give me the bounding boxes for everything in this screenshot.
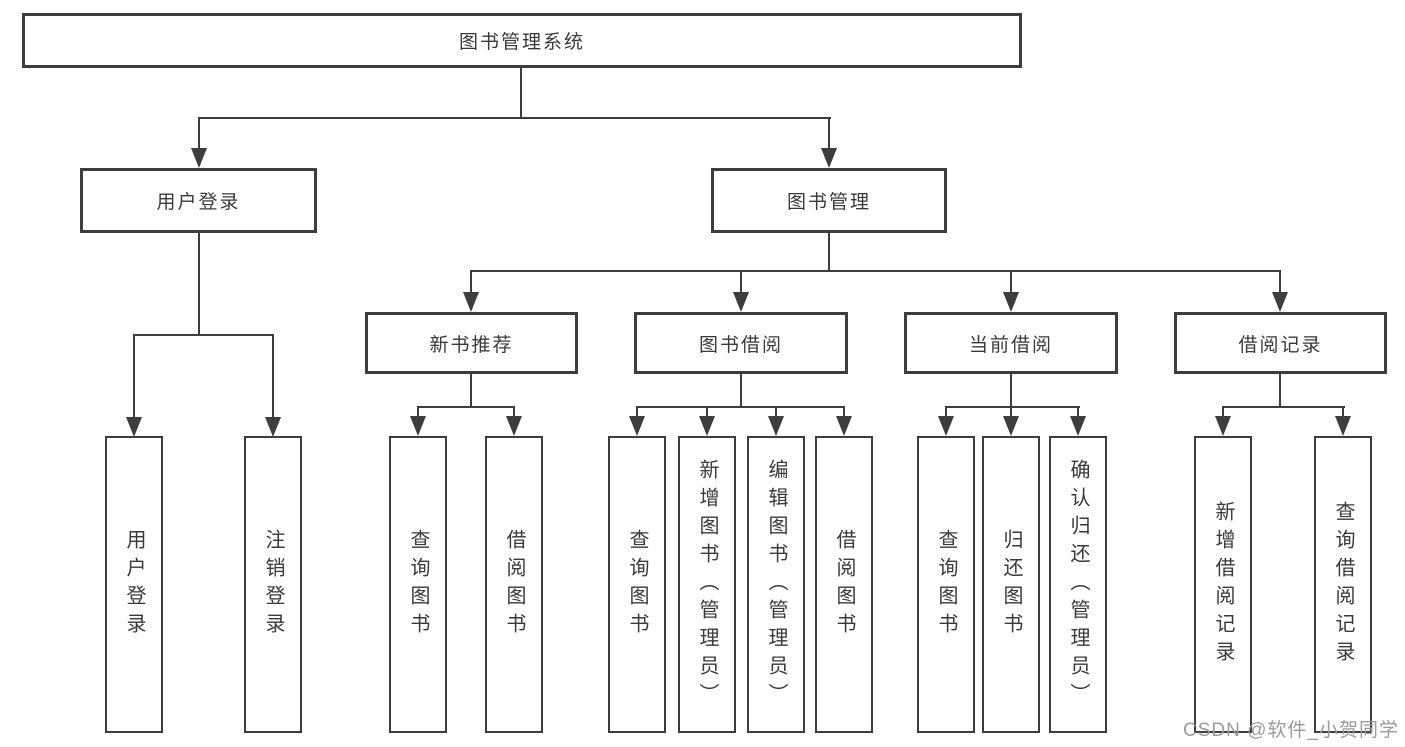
connector-line xyxy=(1077,406,1079,418)
arrow-down-icon xyxy=(768,416,784,436)
connector-line xyxy=(945,406,1080,408)
arrow-down-icon xyxy=(191,148,207,168)
arrow-down-icon xyxy=(126,417,142,437)
leaf-bb-borrow-books-label: 借阅图书 xyxy=(833,528,855,641)
connector-line xyxy=(828,117,830,152)
leaf-nbr-borrow-books: 借阅图书 xyxy=(485,436,543,733)
leaf-cb-confirm-return-admin-label: 确认归还（管理员） xyxy=(1067,458,1089,711)
leaf-br-add-record-label: 新增借阅记录 xyxy=(1212,500,1234,669)
leaf-bb-borrow-books: 借阅图书 xyxy=(815,436,873,733)
leaf-nbr-query-books: 查询图书 xyxy=(389,436,447,733)
node-root-label: 图书管理系统 xyxy=(458,32,585,53)
connector-line xyxy=(636,406,845,408)
connector-line xyxy=(740,373,742,408)
leaf-cb-confirm-return-admin: 确认归还（管理员） xyxy=(1049,436,1107,733)
arrow-down-icon xyxy=(938,416,954,436)
leaf-cb-return-books: 归还图书 xyxy=(982,436,1040,733)
node-borrow-records: 借阅记录 xyxy=(1174,312,1387,374)
connector-line xyxy=(133,334,135,419)
connector-line xyxy=(470,373,472,408)
connector-line xyxy=(470,270,1281,272)
connector-line xyxy=(417,406,419,418)
leaf-bb-add-books-admin-label: 新增图书（管理员） xyxy=(696,458,718,711)
arrow-down-icon xyxy=(1215,416,1231,436)
connector-line xyxy=(417,406,515,408)
node-borrow-records-label: 借阅记录 xyxy=(1238,334,1323,356)
node-book-management-label: 图书管理 xyxy=(786,192,871,213)
connector-line xyxy=(740,270,742,295)
leaf-bb-edit-books-admin: 编辑图书（管理员） xyxy=(747,436,805,733)
arrow-down-icon xyxy=(410,416,426,436)
arrow-down-icon xyxy=(629,416,645,436)
connector-line xyxy=(198,232,200,336)
leaf-nbr-query-books-label: 查询图书 xyxy=(407,528,429,641)
connector-line xyxy=(706,406,708,418)
leaf-bb-add-books-admin: 新增图书（管理员） xyxy=(678,436,736,733)
node-user-login-label: 用户登录 xyxy=(156,192,241,213)
leaf-bb-query-books: 查询图书 xyxy=(608,436,666,733)
connector-line xyxy=(1010,406,1012,418)
node-new-book-recommend-label: 新书推荐 xyxy=(429,334,514,356)
connector-line xyxy=(1222,406,1224,418)
node-current-borrow-label: 当前借阅 xyxy=(968,334,1053,356)
connector-line xyxy=(470,270,472,295)
arrow-down-icon xyxy=(506,416,522,436)
leaf-user-login: 用户登录 xyxy=(105,436,163,733)
leaf-br-query-record-label: 查询借阅记录 xyxy=(1332,500,1354,669)
arrow-down-icon xyxy=(836,416,852,436)
arrow-down-icon xyxy=(1003,416,1019,436)
node-book-borrow: 图书借阅 xyxy=(634,312,848,374)
arrow-down-icon xyxy=(733,292,749,312)
leaf-br-add-record: 新增借阅记录 xyxy=(1194,436,1252,733)
arrow-down-icon xyxy=(1272,292,1288,312)
arrow-down-icon xyxy=(1335,416,1351,436)
leaf-bb-edit-books-admin-label: 编辑图书（管理员） xyxy=(765,458,787,711)
node-root: 图书管理系统 xyxy=(22,13,1022,68)
connector-line xyxy=(1010,270,1012,295)
leaf-cb-query-books: 查询图书 xyxy=(917,436,975,733)
arrow-down-icon xyxy=(1003,292,1019,312)
connector-line xyxy=(1279,373,1281,408)
connector-line xyxy=(775,406,777,418)
leaf-cb-return-books-label: 归还图书 xyxy=(1000,528,1022,641)
arrow-down-icon xyxy=(699,416,715,436)
connector-line xyxy=(198,117,200,152)
connector-line xyxy=(945,406,947,418)
connector-line xyxy=(520,68,522,119)
leaf-br-query-record: 查询借阅记录 xyxy=(1314,436,1372,733)
arrow-down-icon xyxy=(463,292,479,312)
leaf-user-login-label: 用户登录 xyxy=(123,528,145,641)
connector-line xyxy=(828,232,830,272)
leaf-bb-query-books-label: 查询图书 xyxy=(626,528,648,641)
arrow-down-icon xyxy=(1070,416,1086,436)
connector-line xyxy=(198,117,831,119)
connector-line xyxy=(1279,270,1281,295)
connector-line xyxy=(636,406,638,418)
arrow-down-icon xyxy=(821,148,837,168)
connector-line xyxy=(1222,406,1345,408)
leaf-cb-query-books-label: 查询图书 xyxy=(935,528,957,641)
node-book-management: 图书管理 xyxy=(711,168,947,233)
leaf-logout-label: 注销登录 xyxy=(262,528,284,641)
arrow-down-icon xyxy=(265,417,281,437)
leaf-nbr-borrow-books-label: 借阅图书 xyxy=(503,528,525,641)
csdn-watermark: CSDN @软件_小贺同学 xyxy=(1183,720,1399,741)
connector-line xyxy=(843,406,845,418)
node-current-borrow: 当前借阅 xyxy=(904,312,1118,374)
node-new-book-recommend: 新书推荐 xyxy=(365,312,578,374)
connector-line xyxy=(513,406,515,418)
connector-line xyxy=(1010,373,1012,408)
node-book-borrow-label: 图书借阅 xyxy=(698,334,783,356)
leaf-logout: 注销登录 xyxy=(244,436,302,733)
connector-line xyxy=(1342,406,1344,418)
node-user-login: 用户登录 xyxy=(80,168,317,233)
connector-line xyxy=(133,334,274,336)
connector-line xyxy=(272,334,274,419)
